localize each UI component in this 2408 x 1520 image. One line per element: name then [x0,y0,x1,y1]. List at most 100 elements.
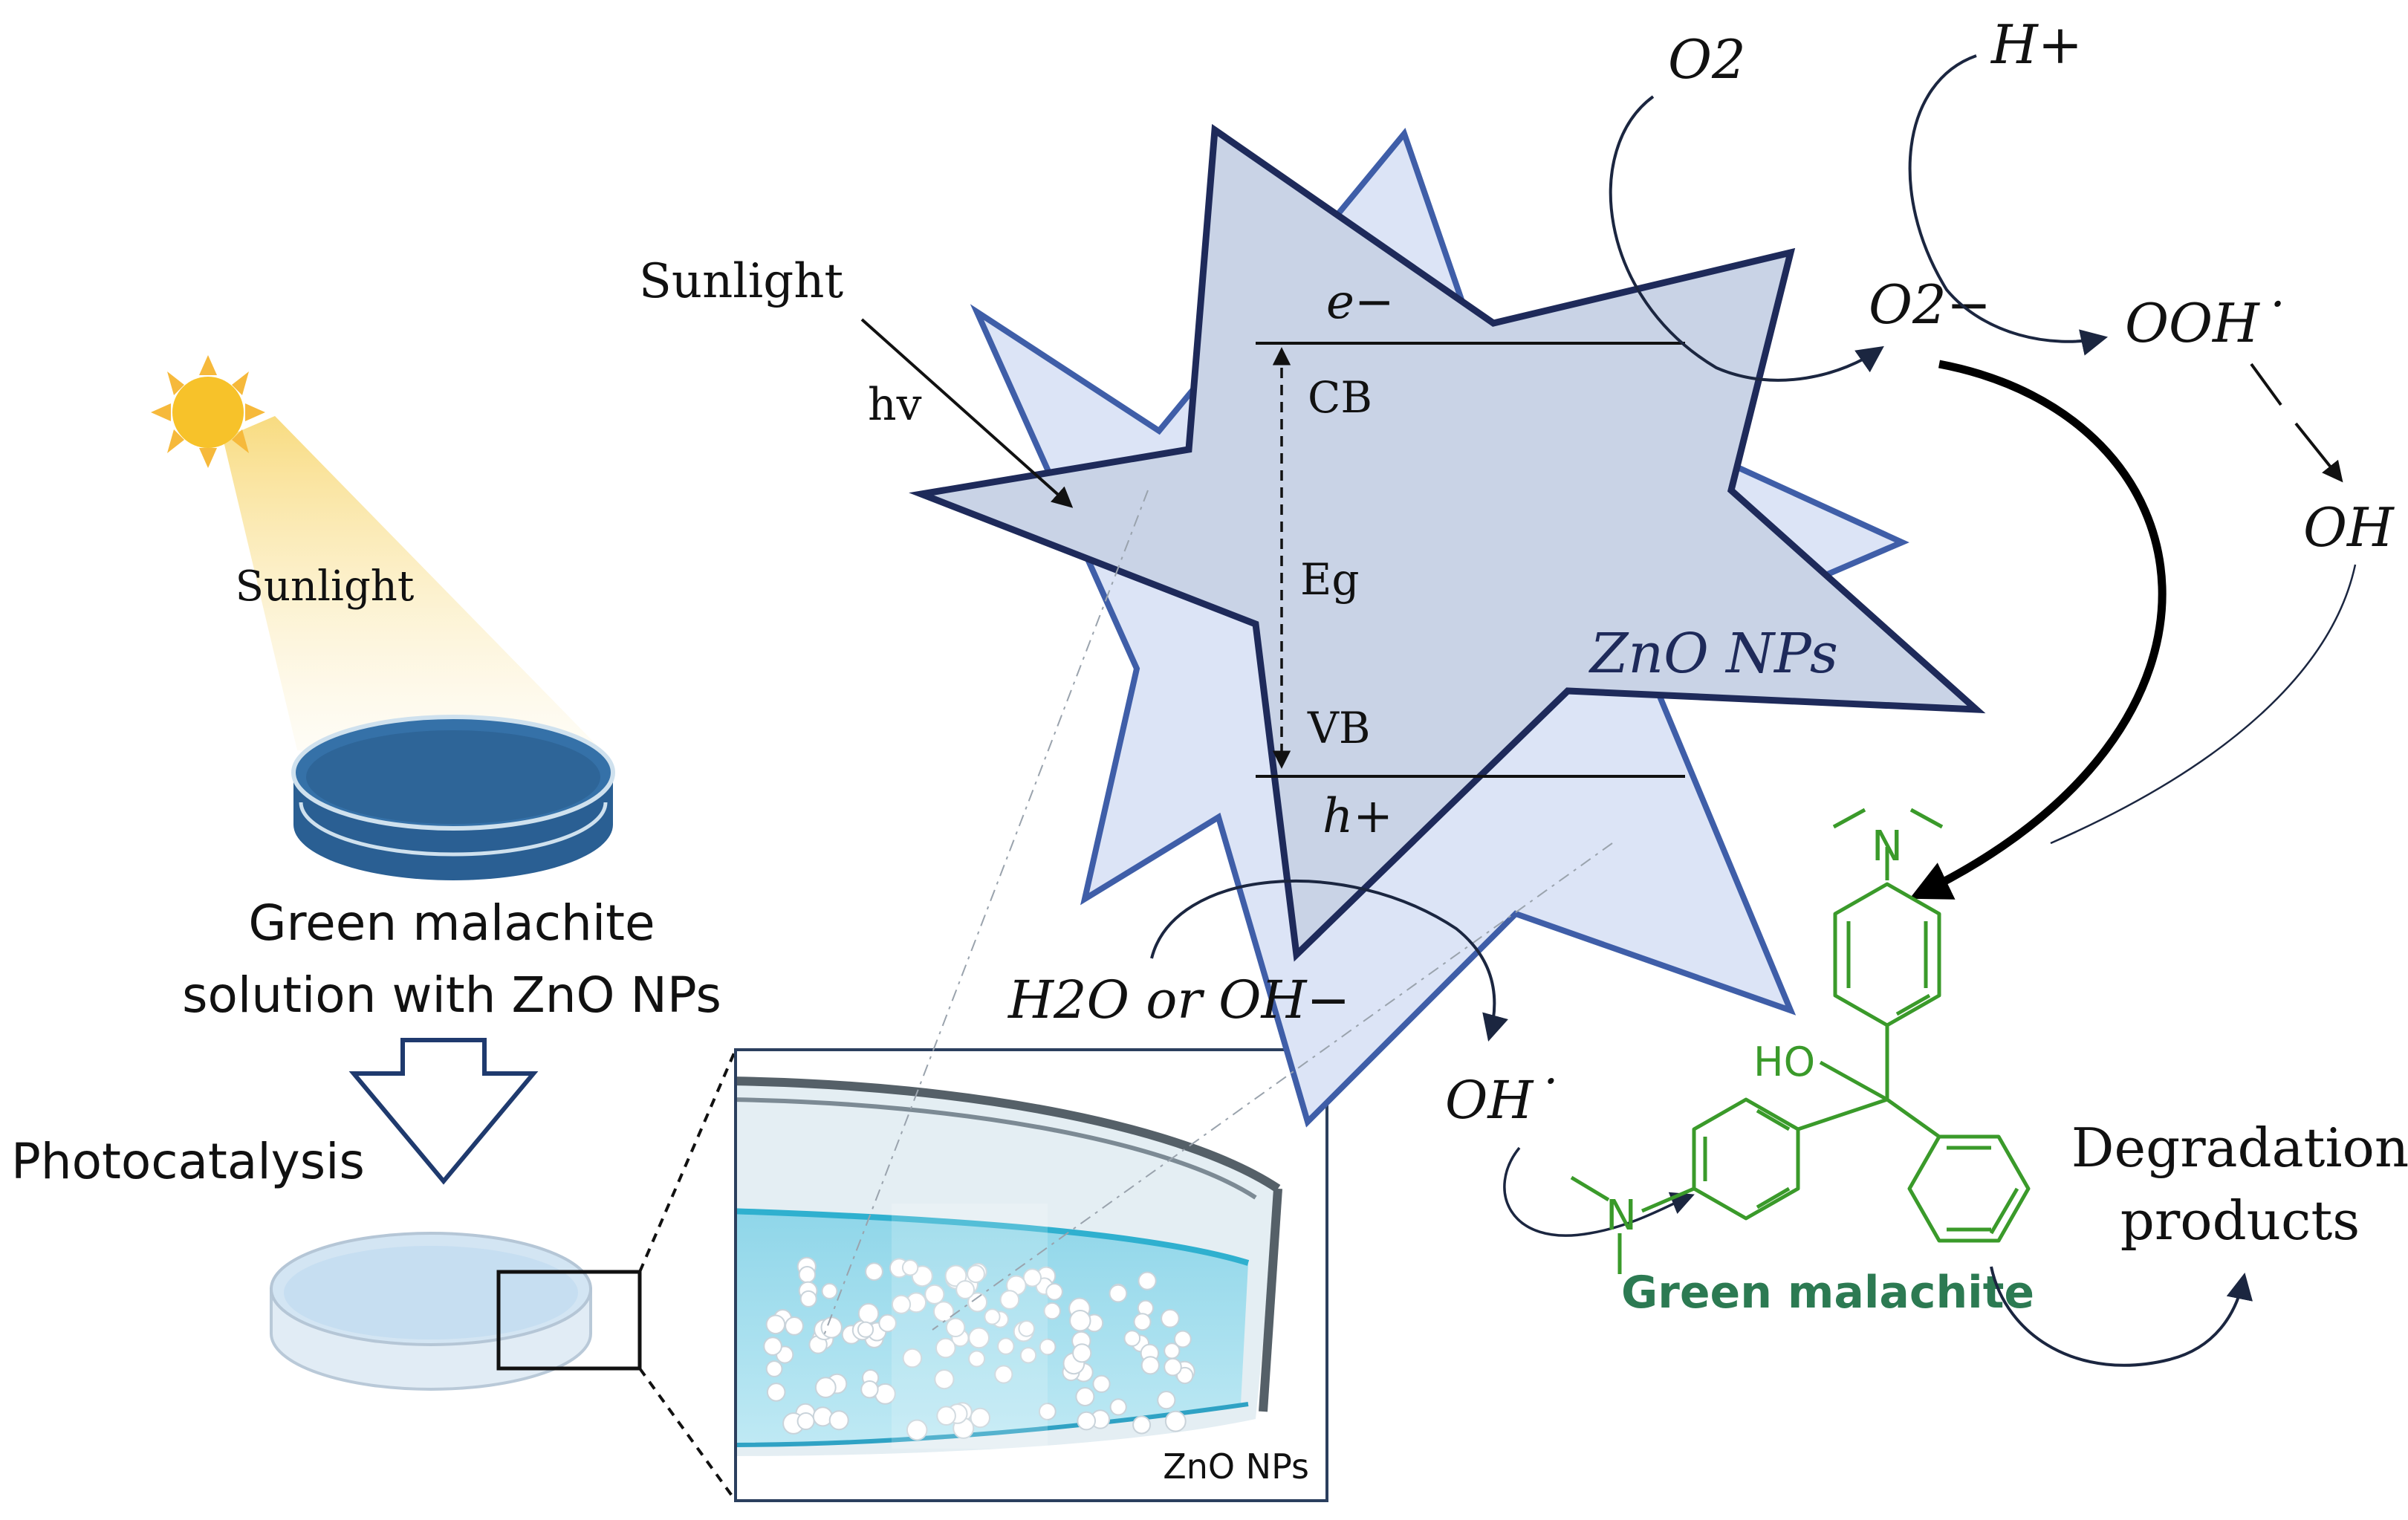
vb-label: VB [1307,703,1371,753]
process-arrow [348,1038,539,1185]
nanoparticle [1018,1320,1035,1337]
nanoparticle [812,1406,834,1427]
nanoparticle [901,1259,919,1276]
nanoparticle [1164,1342,1181,1360]
hole-label: h+ [1323,789,1393,844]
nanoparticle [860,1380,879,1399]
nanoparticle [1123,1330,1141,1347]
sunlight-beam [223,416,602,750]
nanoparticle [796,1412,815,1430]
nanoparticle [1075,1387,1095,1406]
nanoparticle [997,1337,1015,1355]
nanoparticle [970,1407,991,1429]
products-line2: products [2120,1189,2360,1252]
molecule-ho-label: HO [1753,1039,1815,1085]
nanoparticle [1077,1411,1096,1431]
nanoparticle [765,1360,783,1377]
nanoparticle [955,1280,975,1299]
process-label: Photocatalysis [11,1133,365,1190]
nanoparticle [994,1365,1013,1384]
left-panel: Sunlight Green malachite solution with Z… [11,355,737,1502]
hydroxyl-bottom-label: OH˙ [1445,1070,1559,1131]
nanoparticle [857,1302,880,1325]
nanoparticle [785,1316,804,1336]
nanoparticle [935,1337,956,1359]
nanoparticle [814,1377,837,1398]
nanoparticle [1069,1310,1091,1332]
zoom-selection-box [496,1270,642,1371]
nanoparticle [820,1316,843,1339]
nanoparticle [798,1266,817,1284]
nanoparticle [1132,1415,1152,1435]
nanoparticle [878,1313,897,1333]
degradation-arrow [1990,1266,2253,1367]
nanoparticle [857,1321,874,1338]
zno-np-label: ZnO NPs [1588,622,1838,686]
nanoparticle [1022,1268,1042,1287]
superoxide-attack-arrow [1909,360,2167,900]
nanoparticle [763,1337,782,1356]
molecule-name: Green malachite [1621,1267,2034,1319]
inset-label: ZnO NPs [1163,1446,1309,1487]
pale-petri-dish [270,1232,592,1391]
nanoparticle [906,1419,928,1441]
nanoparticle [1039,1338,1057,1356]
eg-label: Eg [1300,554,1359,605]
zoom-inset: ZnO NPs [734,1048,1328,1502]
nanoparticle [1109,1284,1128,1303]
cb-label: CB [1308,372,1372,423]
nanoparticle [821,1282,838,1299]
molecule-n-top: N [1872,822,1903,871]
nanoparticle [945,1317,966,1338]
photon-label: hv [868,379,922,431]
nanoparticle [865,1262,883,1282]
nanoparticle [891,1294,912,1314]
nanoparticle [1133,1313,1152,1331]
nanoparticle [1157,1391,1176,1410]
nanoparticle [799,1290,817,1308]
nanoparticle [968,1350,986,1368]
nanoparticle [984,1308,1001,1325]
oxygen-label: O2 [1668,28,1746,91]
nanoparticle [1045,1283,1063,1301]
nanoparticle [1138,1271,1157,1290]
nanoparticle [1164,1357,1182,1377]
nanoparticle [967,1292,988,1313]
nanoparticle [1019,1347,1037,1364]
nanoparticle [1109,1398,1127,1416]
nanoparticles [763,1256,1195,1441]
nanoparticle [1164,1410,1187,1432]
sun-label: Sunlight [236,562,415,611]
products-line1: Degradation [2071,1117,2408,1179]
nanoparticle [902,1348,923,1368]
nanoparticle [1043,1302,1061,1320]
nanoparticle [1140,1356,1160,1375]
superoxide-label: O2− [1869,273,1991,336]
water-source-label: H2O or OH− [1007,970,1350,1030]
sun-icon [151,355,265,468]
nanoparticle [1092,1374,1111,1393]
nanoparticle [934,1369,955,1390]
proton-arrow [1908,54,2109,356]
proton-label: H+ [1990,13,2083,76]
nanoparticle [967,1264,985,1284]
front-star [909,123,1986,962]
hydroxyl-top-label: OH˙ [2303,496,2408,559]
nanoparticle [1174,1330,1192,1348]
nanoparticle [1038,1403,1057,1420]
nanoparticle [936,1406,956,1426]
electron-label: e− [1326,275,1395,330]
hydroperoxyl-label: OOH˙ [2125,292,2286,354]
band-sunlight-label: Sunlight [639,254,843,309]
nanoparticle [999,1290,1020,1310]
nanoparticle [766,1383,786,1402]
malachite-molecule [1570,808,2031,1274]
nanoparticle [1161,1308,1180,1328]
nanoparticle [1176,1366,1194,1385]
sunlight-arrow [860,318,1074,508]
nanoparticle [765,1314,786,1335]
nanoparticle [944,1264,967,1287]
nanoparticle [1072,1343,1092,1363]
dish-caption-line2: solution with ZnO NPs [182,967,721,1024]
dish-caption-line1: Green malachite [248,894,655,952]
